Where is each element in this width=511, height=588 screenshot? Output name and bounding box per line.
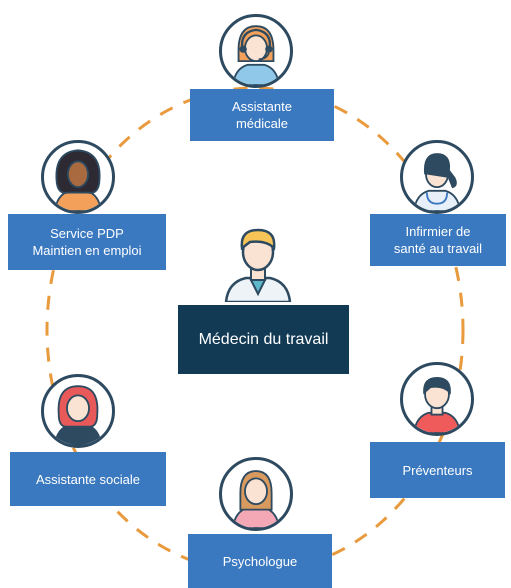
label-assistante-medicale: Assistante médicale: [190, 89, 334, 141]
label-infirmier: Infirmier de santé au travail: [370, 214, 506, 266]
social-worker-icon: [41, 374, 115, 448]
preventer-icon: [400, 362, 474, 436]
headset-assistant-icon: [219, 14, 293, 88]
label-preventeurs: Préventeurs: [370, 442, 505, 498]
label-psychologue: Psychologue: [188, 534, 332, 588]
doctor-icon: [220, 222, 296, 302]
psychologist-icon: [219, 457, 293, 531]
pdp-service-icon: [41, 140, 115, 214]
label-service-pdp: Service PDP Maintien en emploi: [8, 214, 166, 270]
center-role-label: Médecin du travail: [178, 305, 349, 374]
nurse-icon: [400, 140, 474, 214]
label-assistante-sociale: Assistante sociale: [10, 452, 166, 506]
